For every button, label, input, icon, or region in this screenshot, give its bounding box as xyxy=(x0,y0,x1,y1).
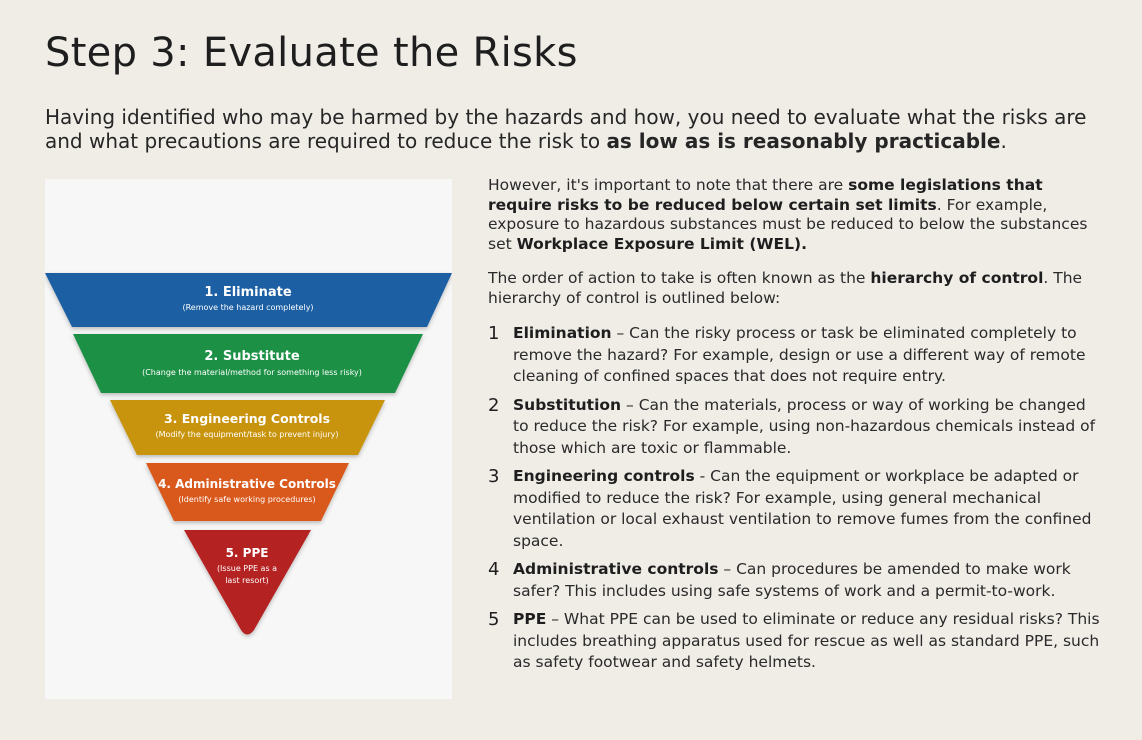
pyramid-level-administrative: 4. Administrative Controls (Identify saf… xyxy=(146,463,349,521)
pyramid-band-2 xyxy=(73,334,423,393)
para1-text2: . For example, exposure to hazardous sub… xyxy=(488,195,1088,253)
pyramid-level-2-sub: (Change the material/method for somethin… xyxy=(142,368,362,377)
pyramid-band-1 xyxy=(45,273,452,327)
pyramid-level-1-sub: (Remove the hazard completely) xyxy=(182,303,313,312)
list-item-text: PPE – What PPE can be used to eliminate … xyxy=(513,609,1103,674)
list-item-term: Administrative controls xyxy=(513,560,719,578)
list-item-number: 2 xyxy=(488,394,500,416)
list-item-desc: – What PPE can be used to eliminate or r… xyxy=(513,610,1100,671)
list-item-desc: – Can the risky process or task be elimi… xyxy=(513,324,1086,385)
para1-bold2: Workplace Exposure Limit (WEL). xyxy=(516,234,807,253)
hierarchy-intro-paragraph: The order of action to take is often kno… xyxy=(488,269,1103,308)
intro-paragraph: Having identified who may be harmed by t… xyxy=(45,105,1105,153)
pyramid-level-5-sub1: (Issue PPE as a xyxy=(217,564,277,573)
pyramid-level-2-title: 2. Substitute xyxy=(204,349,300,364)
legislation-paragraph: However, it's important to note that the… xyxy=(488,176,1103,254)
hierarchy-pyramid-image: 1. Eliminate (Remove the hazard complete… xyxy=(45,179,452,699)
pyramid-level-eliminate: 1. Eliminate (Remove the hazard complete… xyxy=(45,273,452,327)
pyramid-level-ppe: 5. PPE (Issue PPE as a last resort) xyxy=(184,530,311,635)
list-item-term: PPE xyxy=(513,610,547,628)
list-item-text: Engineering controls - Can the equipment… xyxy=(513,466,1103,552)
para2-bold1: hierarchy of control xyxy=(870,269,1044,287)
list-item-text: Administrative controls – Can procedures… xyxy=(513,559,1103,602)
pyramid-level-5-sub2: last resort) xyxy=(225,576,269,585)
pyramid-band-4 xyxy=(146,463,349,521)
pyramid-band-3 xyxy=(110,400,385,455)
list-item-number: 3 xyxy=(488,466,500,487)
para1-bold1: some legislations that require risks to … xyxy=(488,176,1043,214)
list-item-text: Substitution – Can the materials, proces… xyxy=(513,395,1103,460)
list-item: 5 PPE – What PPE can be used to eliminat… xyxy=(488,609,1103,674)
list-item-desc: – Can procedures be amended to make work… xyxy=(513,560,1071,600)
pyramid-level-3-sub: (Modify the equipment/task to prevent in… xyxy=(155,430,338,439)
pyramid-level-engineering: 3. Engineering Controls (Modify the equi… xyxy=(110,400,385,455)
page-title: Step 3: Evaluate the Risks xyxy=(45,30,578,76)
pyramid-band-5 xyxy=(184,530,311,635)
hierarchy-list: 1 Elimination – Can the risky process or… xyxy=(488,323,1103,674)
content-column: However, it's important to note that the… xyxy=(488,176,1103,681)
list-item-desc: - Can the equipment or workplace be adap… xyxy=(513,467,1092,550)
pyramid-level-5-title: 5. PPE xyxy=(226,546,269,560)
para1-text1: However, it's important to note that the… xyxy=(488,176,849,194)
list-item-number: 1 xyxy=(488,323,500,344)
list-item-desc: – Can the materials, process or way of w… xyxy=(513,395,1096,457)
para2-text1: The order of action to take is often kno… xyxy=(488,269,871,287)
list-item: 3 Engineering controls - Can the equipme… xyxy=(488,466,1103,552)
list-item: 2 Substitution – Can the materials, proc… xyxy=(488,395,1103,460)
pyramid-level-1-title: 1. Eliminate xyxy=(204,285,292,300)
list-item-term: Substitution xyxy=(513,395,622,414)
pyramid-level-3-title: 3. Engineering Controls xyxy=(164,411,330,426)
pyramid-level-4-title: 4. Administrative Controls xyxy=(158,477,336,491)
pyramid-level-4-sub: (Identify safe working procedures) xyxy=(178,495,315,504)
list-item: 1 Elimination – Can the risky process or… xyxy=(488,323,1103,388)
list-item-term: Elimination xyxy=(513,324,612,342)
intro-end: . xyxy=(1000,129,1007,153)
list-item-term: Engineering controls xyxy=(513,467,695,485)
list-item-text: Elimination – Can the risky process or t… xyxy=(513,323,1103,388)
para2-text2: . The hierarchy of control is outlined b… xyxy=(488,269,1083,307)
intro-bold: as low as is reasonably practicable xyxy=(606,129,1001,153)
list-item-number: 5 xyxy=(488,609,500,630)
list-item: 4 Administrative controls – Can procedur… xyxy=(488,559,1103,602)
pyramid-level-substitute: 2. Substitute (Change the material/metho… xyxy=(73,334,423,393)
pyramid-svg: 1. Eliminate (Remove the hazard complete… xyxy=(45,273,452,635)
intro-text: Having identified who may be harmed by t… xyxy=(45,105,1087,153)
list-item-number: 4 xyxy=(488,559,500,580)
